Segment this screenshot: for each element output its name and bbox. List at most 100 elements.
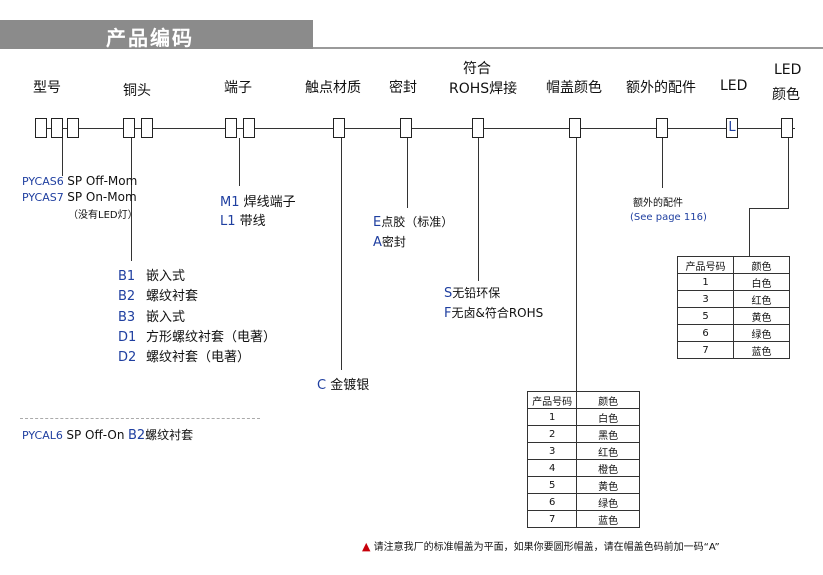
- label-cap-color: 帽盖颜色: [546, 80, 602, 96]
- model-box-1: [35, 118, 47, 138]
- contact-box: [333, 118, 345, 138]
- copper-desc: 嵌入式: [146, 310, 186, 325]
- rohs-code: S: [444, 286, 453, 301]
- leader-led-color-drop: [749, 208, 750, 256]
- table-cell: 1: [526, 408, 578, 426]
- table-cell: 黄色: [576, 476, 640, 494]
- copper-option-5: D2 螺纹衬套（电著）: [118, 346, 250, 365]
- table-cell: 3: [526, 442, 578, 460]
- alt-model-desc2: 螺纹衬套: [145, 428, 194, 442]
- rohs-desc: 无卤&符合ROHS: [451, 306, 544, 320]
- table-header-row: 产品号码 颜色: [677, 256, 790, 274]
- footnote: ▲ 请注意我厂的标准帽盖为平面，如果你要圆形帽盖，请在帽盖色码前加一码“A”: [362, 538, 720, 553]
- terminal-code: M1: [220, 195, 240, 210]
- copper-desc: 嵌入式: [146, 269, 186, 284]
- copper-option-1: B1 嵌入式: [118, 265, 185, 284]
- accessories-page-ref: (See page 116): [630, 212, 707, 223]
- model-desc: SP Off-Mom: [67, 174, 138, 188]
- seal-option-2: A密封: [373, 233, 406, 250]
- copper-code: B1: [118, 269, 136, 284]
- table-cell: 蓝色: [733, 341, 790, 359]
- leader-contact: [341, 138, 342, 370]
- copper-code: D1: [118, 330, 137, 345]
- terminal-box-2: [243, 118, 255, 138]
- alt-model-line: PYCAL6 SP Off-On B2螺纹衬套: [22, 426, 193, 443]
- contact-desc: 金镀银: [330, 378, 370, 393]
- model-box-3: [67, 118, 79, 138]
- model-option-1: PYCAS6 SP Off-Mom: [22, 174, 137, 188]
- copper-box-2: [141, 118, 153, 138]
- label-seal: 密封: [389, 80, 417, 96]
- seal-code: E: [373, 215, 382, 230]
- table-cell: 7: [677, 341, 734, 359]
- table-header-row: 产品号码 颜色: [526, 391, 640, 409]
- model-desc: SP On-Mom: [67, 190, 137, 204]
- table-cell: 5: [677, 307, 734, 325]
- seal-option-1: E点胶（标准）: [373, 213, 453, 230]
- table-header: 产品号码: [677, 256, 734, 274]
- model-option-2: PYCAS7 SP On-Mom: [22, 190, 137, 204]
- terminal-desc: 焊线端子: [243, 195, 296, 210]
- table-cell: 5: [526, 476, 578, 494]
- rohs-desc: 无铅环保: [452, 286, 501, 300]
- alt-model-code: PYCAL6: [22, 429, 63, 442]
- cap-color-box: [569, 118, 581, 138]
- contact-option: C 金镀银: [317, 374, 369, 393]
- label-led-color-1: LED: [774, 62, 802, 78]
- seal-box: [400, 118, 412, 138]
- terminal-option-2: L1 带线: [220, 210, 266, 229]
- copper-code: B3: [118, 310, 136, 325]
- accessory-box: [656, 118, 668, 138]
- leader-copper: [131, 138, 132, 261]
- copper-desc: 螺纹衬套（电著）: [146, 350, 251, 365]
- table-cell: 3: [677, 290, 734, 308]
- seal-desc: 点胶（标准）: [381, 215, 454, 229]
- leader-accessory: [662, 138, 663, 188]
- table-cell: 2: [526, 425, 578, 443]
- warning-triangle-icon: ▲: [362, 540, 371, 553]
- rohs-option-2: F无卤&符合ROHS: [444, 304, 543, 321]
- table-cell: 黄色: [733, 307, 790, 325]
- table-cell: 6: [677, 324, 734, 342]
- alt-model-code2: B2: [127, 428, 146, 443]
- code-connector-line: [35, 128, 795, 129]
- dashed-separator: [20, 418, 260, 419]
- terminal-option-1: M1 焊线端子: [220, 191, 296, 210]
- model-code: PYCAS6: [22, 175, 64, 188]
- accessories-note: 额外的配件: [633, 198, 683, 209]
- table-cell: 红色: [733, 290, 790, 308]
- label-rohs-1: 符合: [463, 61, 491, 77]
- table-cell: 红色: [576, 442, 640, 460]
- label-led-color-2: 颜色: [772, 87, 800, 103]
- copper-code: D2: [118, 350, 137, 365]
- seal-code: A: [373, 235, 382, 250]
- copper-option-3: B3 嵌入式: [118, 306, 185, 325]
- table-cell: 白色: [733, 273, 790, 291]
- leader-model: [62, 138, 63, 176]
- table-cell: 蓝色: [576, 510, 640, 528]
- section-header-bar: [0, 20, 313, 49]
- table-cell: 绿色: [576, 493, 640, 511]
- leader-terminal: [239, 138, 240, 186]
- label-copper-head: 铜头: [123, 83, 151, 99]
- label-contact-material: 触点材质: [305, 80, 361, 96]
- table-header: 产品号码: [526, 391, 578, 409]
- rohs-option-1: S无铅环保: [444, 284, 500, 301]
- model-note: （没有LED灯）: [68, 210, 138, 221]
- led-box: L: [726, 118, 738, 138]
- contact-code: C: [317, 378, 327, 393]
- label-led: LED: [720, 78, 748, 94]
